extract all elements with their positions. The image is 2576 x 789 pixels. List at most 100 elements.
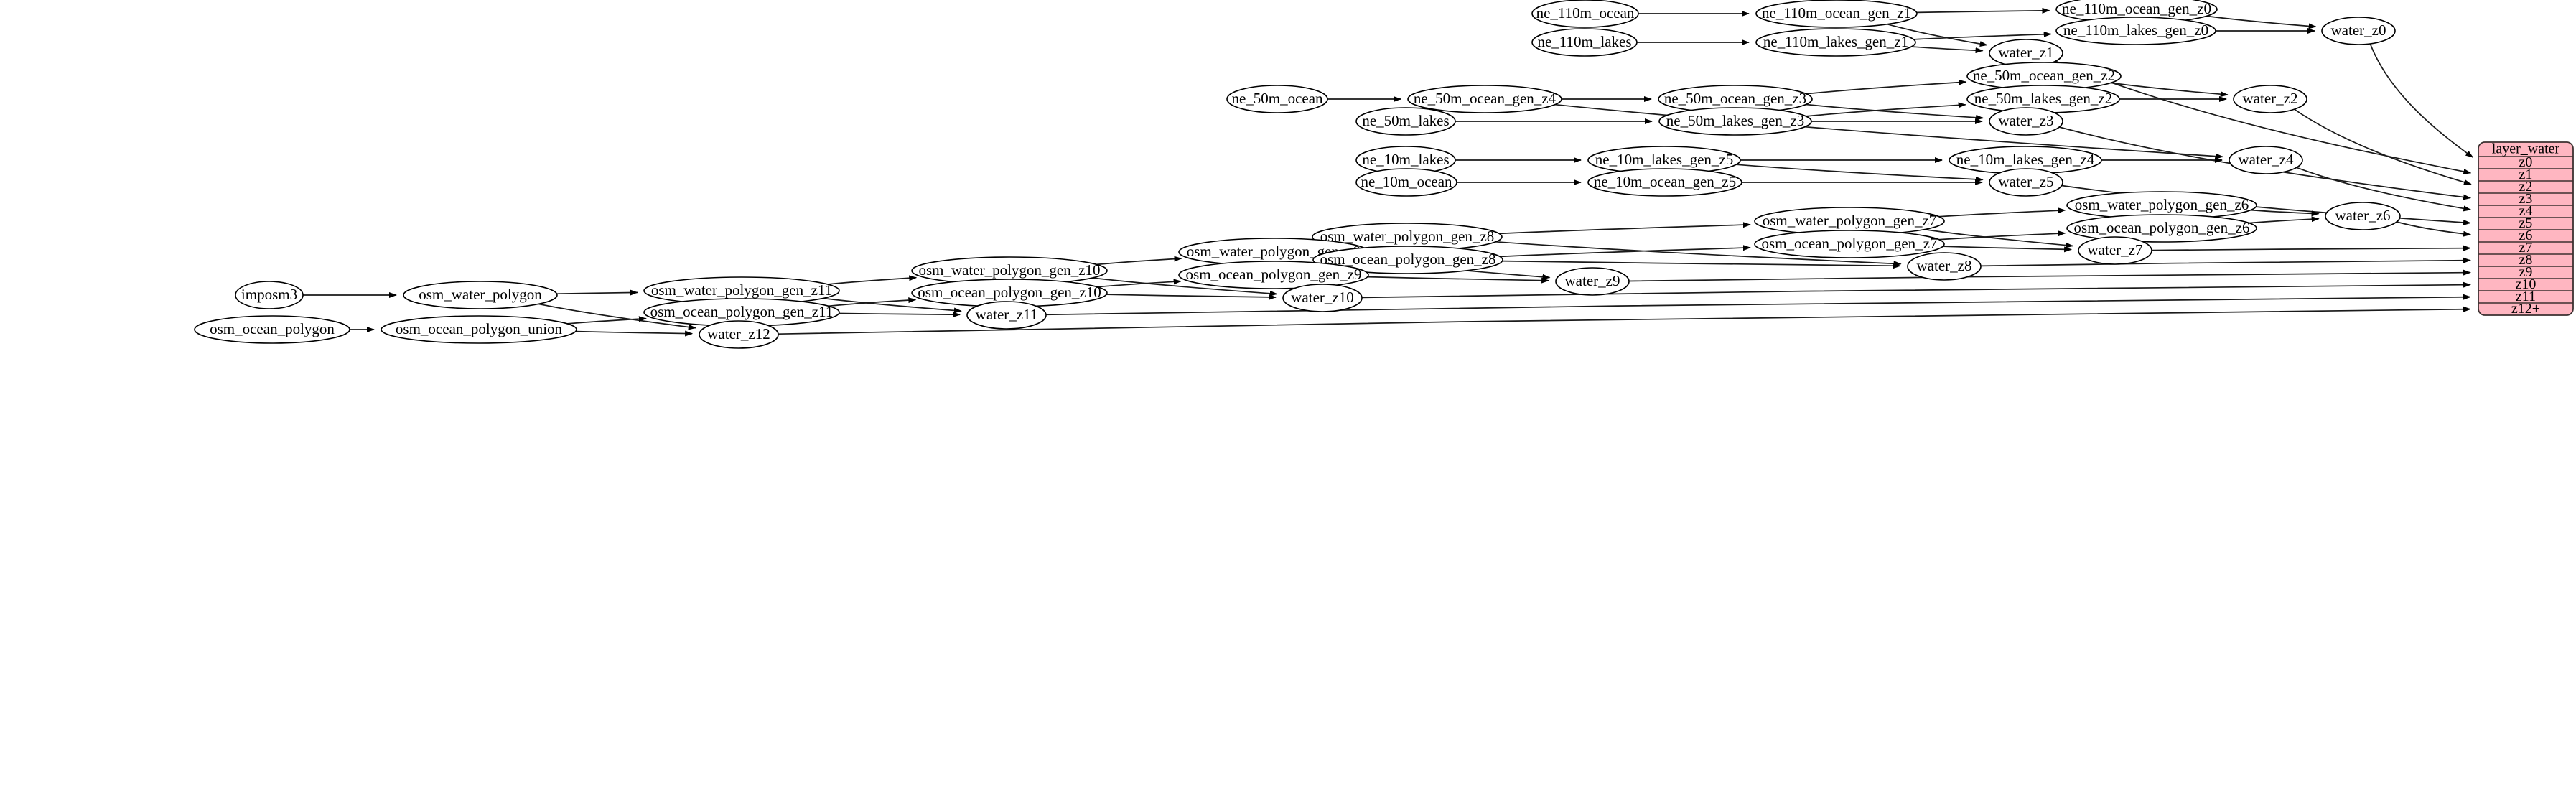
record-row-z5[interactable]: z5	[2519, 215, 2533, 231]
node-ne_110m_ocean_gen_z1[interactable]: ne_110m_ocean_gen_z1	[1755, 0, 1918, 28]
node-shape-water_z3[interactable]	[1989, 107, 2063, 136]
node-shape-ne_10m_ocean_gen_z5[interactable]	[1587, 168, 1742, 197]
node-shape-ne_110m_ocean[interactable]	[1531, 0, 1639, 28]
node-shape-water_z6[interactable]	[2325, 202, 2401, 230]
node-water_z2[interactable]: water_z2	[2233, 85, 2307, 113]
node-osm_ocean_polygon_gen_z7[interactable]: osm_ocean_polygon_gen_z7	[1754, 230, 1945, 258]
node-osm_ocean_polygon_union[interactable]: osm_ocean_polygon_union	[381, 315, 577, 344]
node-shape-osm_water_polygon[interactable]	[403, 281, 558, 309]
edge-osm_water_polygon_gen_z10-to-osm_water_polygon_gen_z9	[1096, 256, 1182, 266]
node-water_z11[interactable]: water_z11	[966, 301, 1047, 330]
node-shape-water_z11[interactable]	[966, 301, 1047, 330]
node-shape-ne_50m_ocean[interactable]	[1226, 85, 1328, 113]
record-row-z11[interactable]: z11	[2516, 289, 2536, 304]
node-shape-osm_ocean_polygon_gen_z9[interactable]	[1178, 261, 1369, 289]
record-row-z6[interactable]: z6	[2519, 228, 2533, 243]
record-row-z8[interactable]: z8	[2519, 252, 2533, 268]
node-osm_water_polygon_gen_z11[interactable]: osm_water_polygon_gen_z11	[643, 276, 840, 305]
node-shape-water_z5[interactable]	[1989, 168, 2063, 197]
node-label-water_z1: water_z1	[1999, 44, 2054, 61]
node-ne_50m_ocean[interactable]: ne_50m_ocean	[1226, 85, 1328, 113]
node-water_z12[interactable]: water_z12	[699, 320, 779, 349]
node-label-osm_ocean_polygon_gen_z6: osm_ocean_polygon_gen_z6	[2074, 219, 2250, 236]
record-row-z3[interactable]: z3	[2519, 191, 2533, 207]
node-osm_ocean_polygon_gen_z8[interactable]: osm_ocean_polygon_gen_z8	[1312, 246, 1503, 274]
node-water_z0[interactable]: water_z0	[2321, 17, 2396, 45]
record-row-z0[interactable]: z0	[2519, 154, 2533, 170]
node-water_z8[interactable]: water_z8	[1907, 252, 1982, 281]
node-water_z6[interactable]: water_z6	[2325, 202, 2401, 230]
node-shape-imposm3[interactable]	[235, 281, 304, 309]
node-shape-water_z8[interactable]	[1907, 252, 1982, 281]
node-shape-osm_ocean_polygon_gen_z8[interactable]	[1312, 246, 1503, 274]
node-ne_110m_ocean_gen_z0[interactable]: ne_110m_ocean_gen_z0	[2055, 0, 2218, 24]
node-osm_ocean_polygon_gen_z6[interactable]: osm_ocean_polygon_gen_z6	[2066, 214, 2257, 243]
edge-osm_ocean_polygon_gen_z6-to-water_z6	[2249, 216, 2320, 224]
node-ne_10m_lakes[interactable]: ne_10m_lakes	[1355, 146, 1456, 174]
node-shape-osm_ocean_polygon_gen_z7[interactable]	[1754, 230, 1945, 258]
node-ne_10m_lakes_gen_z4[interactable]: ne_10m_lakes_gen_z4	[1949, 146, 2102, 174]
node-ne_10m_ocean_gen_z5[interactable]: ne_10m_ocean_gen_z5	[1587, 168, 1742, 197]
node-ne_50m_lakes_gen_z2[interactable]: ne_50m_lakes_gen_z2	[1966, 85, 2120, 113]
layer-water-record-outline[interactable]	[2478, 141, 2574, 316]
node-shape-ne_110m_lakes[interactable]	[1531, 28, 1638, 57]
node-ne_10m_lakes_gen_z5[interactable]: ne_10m_lakes_gen_z5	[1587, 146, 1741, 174]
node-ne_110m_lakes_gen_z1[interactable]: ne_110m_lakes_gen_z1	[1755, 28, 1916, 57]
node-ne_50m_lakes[interactable]: ne_50m_lakes	[1355, 107, 1456, 136]
node-shape-ne_110m_lakes_gen_z0[interactable]	[2055, 17, 2216, 45]
node-osm_ocean_polygon_gen_z9[interactable]: osm_ocean_polygon_gen_z9	[1178, 261, 1369, 289]
node-imposm3[interactable]: imposm3	[235, 281, 304, 309]
node-osm_water_polygon_gen_z10[interactable]: osm_water_polygon_gen_z10	[911, 256, 1108, 285]
node-ne_50m_ocean_gen_z2[interactable]: ne_50m_ocean_gen_z2	[1966, 62, 2122, 90]
node-label-osm_ocean_polygon_gen_z9: osm_ocean_polygon_gen_z9	[1186, 266, 1362, 283]
node-shape-osm_ocean_polygon_union[interactable]	[381, 315, 577, 344]
node-label-osm_water_polygon_gen_z6: osm_water_polygon_gen_z6	[2075, 196, 2249, 213]
node-ne_110m_ocean[interactable]: ne_110m_ocean	[1531, 0, 1639, 28]
node-shape-ne_110m_ocean_gen_z1[interactable]	[1755, 0, 1918, 28]
node-ne_50m_lakes_gen_z3[interactable]: ne_50m_lakes_gen_z3	[1658, 107, 1812, 136]
node-osm_ocean_polygon[interactable]: osm_ocean_polygon	[194, 315, 350, 344]
node-ne_50m_ocean_gen_z3[interactable]: ne_50m_ocean_gen_z3	[1658, 85, 1813, 113]
node-osm_ocean_polygon_gen_z11[interactable]: osm_ocean_polygon_gen_z11	[643, 298, 840, 327]
node-shape-water_z0[interactable]	[2321, 17, 2396, 45]
record-row-z2[interactable]: z2	[2519, 179, 2533, 195]
node-osm_water_polygon_gen_z7[interactable]: osm_water_polygon_gen_z7	[1754, 207, 1945, 235]
node-ne_110m_lakes_gen_z0[interactable]: ne_110m_lakes_gen_z0	[2055, 17, 2216, 45]
node-ne_50m_ocean_gen_z4[interactable]: ne_50m_ocean_gen_z4	[1407, 85, 1562, 113]
node-shape-water_z12[interactable]	[699, 320, 779, 349]
node-water_z5[interactable]: water_z5	[1989, 168, 2063, 197]
record-row-z9[interactable]: z9	[2519, 264, 2533, 280]
record-row-z1[interactable]: z1	[2519, 167, 2533, 182]
node-shape-water_z10[interactable]	[1282, 284, 1363, 312]
record-row-z4[interactable]: z4	[2519, 203, 2533, 219]
node-osm_water_polygon_gen_z6[interactable]: osm_water_polygon_gen_z6	[2066, 191, 2257, 220]
node-shape-osm_ocean_polygon_gen_z6[interactable]	[2066, 214, 2257, 243]
node-water_z4[interactable]: water_z4	[2229, 146, 2303, 174]
node-shape-water_z7[interactable]	[2078, 236, 2152, 265]
node-water_z9[interactable]: water_z9	[1555, 267, 1630, 296]
node-shape-osm_ocean_polygon[interactable]	[194, 315, 350, 344]
node-osm_water_polygon[interactable]: osm_water_polygon	[403, 281, 558, 309]
record-row-z12plus[interactable]: z12+	[2511, 301, 2540, 317]
node-label-water_z10: water_z10	[1291, 289, 1353, 306]
node-water_z10[interactable]: water_z10	[1282, 284, 1363, 312]
node-shape-water_z4[interactable]	[2229, 146, 2303, 174]
node-water_z3[interactable]: water_z3	[1989, 107, 2063, 136]
node-ne_10m_ocean[interactable]: ne_10m_ocean	[1355, 168, 1457, 197]
node-shape-ne_50m_lakes_gen_z3[interactable]	[1658, 107, 1812, 136]
node-shape-ne_110m_lakes_gen_z1[interactable]	[1755, 28, 1916, 57]
node-label-water_z3: water_z3	[1999, 112, 2054, 129]
record-row-z10[interactable]: z10	[2516, 276, 2537, 292]
node-shape-water_z9[interactable]	[1555, 267, 1630, 296]
node-water_z1[interactable]: water_z1	[1989, 39, 2063, 67]
record-row-z7[interactable]: z7	[2519, 240, 2533, 256]
node-shape-ne_10m_ocean[interactable]	[1355, 168, 1457, 197]
node-ne_110m_lakes[interactable]: ne_110m_lakes	[1531, 28, 1638, 57]
node-shape-water_z2[interactable]	[2233, 85, 2307, 113]
node-osm_water_polygon_gen_z8[interactable]: osm_water_polygon_gen_z8	[1312, 223, 1503, 251]
node-shape-ne_50m_lakes[interactable]	[1355, 107, 1456, 136]
node-water_z7[interactable]: water_z7	[2078, 236, 2152, 265]
node-osm_water_polygon_gen_z9[interactable]: osm_water_polygon_gen_z9	[1178, 238, 1369, 266]
node-shape-ne_50m_ocean_gen_z4[interactable]	[1407, 85, 1562, 113]
node-label-ne_10m_lakes_gen_z5: ne_10m_lakes_gen_z5	[1595, 151, 1733, 168]
